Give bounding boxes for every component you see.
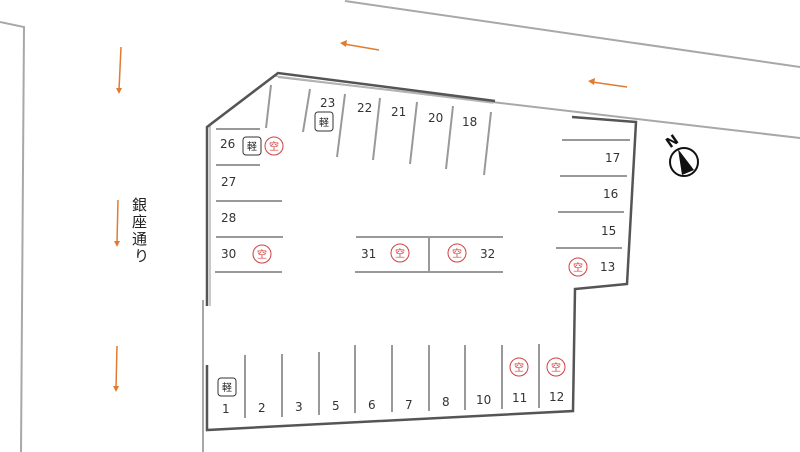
arrow-down-icon xyxy=(116,46,122,94)
stall-18[interactable]: 18 xyxy=(462,115,477,129)
vacant-badges: 空 空 空 空 空 空 空 xyxy=(252,136,588,377)
road-left-edge xyxy=(0,21,26,452)
street-char-1: 銀 xyxy=(132,196,147,214)
bottom-stall-dividers xyxy=(244,344,540,418)
stall-26[interactable]: 26 xyxy=(220,137,235,151)
right-stall-dividers xyxy=(556,139,630,249)
svg-text:空: 空 xyxy=(514,361,524,374)
kei-badge-icon: 軽 xyxy=(314,111,334,132)
stall-30[interactable]: 30 xyxy=(221,247,236,261)
stall-28[interactable]: 28 xyxy=(221,211,236,225)
stall-numbers: 1 2 3 5 6 7 8 10 11 12 13 15 16 17 18 20… xyxy=(220,96,620,416)
svg-text:空: 空 xyxy=(551,361,561,374)
arrow-down-icon xyxy=(113,345,119,392)
svg-text:軽: 軽 xyxy=(222,382,232,394)
kei-badge-icon: 軽 xyxy=(242,136,262,156)
stall-15[interactable]: 15 xyxy=(601,224,616,238)
kei-badges: 軽 軽 軽 xyxy=(217,111,334,397)
street-char-2: 座 xyxy=(132,213,147,231)
vacant-badge-icon: 空 xyxy=(252,244,272,264)
stall-3[interactable]: 3 xyxy=(295,400,303,414)
stall-5[interactable]: 5 xyxy=(332,399,340,413)
stall-12[interactable]: 12 xyxy=(549,390,564,404)
svg-text:空: 空 xyxy=(395,247,405,260)
stall-17[interactable]: 17 xyxy=(605,151,620,165)
arrow-down-icon xyxy=(114,199,120,247)
stall-22[interactable]: 22 xyxy=(357,101,372,115)
stall-27[interactable]: 27 xyxy=(221,175,236,189)
street-name: 銀 座 通 り xyxy=(132,196,149,265)
top-stall-dividers xyxy=(265,84,492,176)
center-stall-dividers xyxy=(355,236,503,273)
svg-text:空: 空 xyxy=(452,247,462,260)
stall-21[interactable]: 21 xyxy=(391,105,406,119)
stall-10[interactable]: 10 xyxy=(476,393,491,407)
stall-2[interactable]: 2 xyxy=(258,401,266,415)
stall-1[interactable]: 1 xyxy=(222,402,230,416)
stall-20[interactable]: 20 xyxy=(428,111,443,125)
vacant-badge-icon: 空 xyxy=(447,243,467,263)
stall-32[interactable]: 32 xyxy=(480,247,495,261)
kei-badge-icon: 軽 xyxy=(217,377,237,397)
stall-7[interactable]: 7 xyxy=(405,398,413,412)
street-char-4: り xyxy=(134,247,149,265)
stall-13[interactable]: 13 xyxy=(600,260,615,274)
svg-text:空: 空 xyxy=(269,140,279,153)
traffic-arrows xyxy=(113,40,628,392)
stall-16[interactable]: 16 xyxy=(603,187,618,201)
left-stall-dividers xyxy=(215,128,283,273)
stall-11[interactable]: 11 xyxy=(512,391,527,405)
vacant-badge-icon: 空 xyxy=(264,136,284,156)
lot-boundary xyxy=(205,71,638,432)
compass-icon: N xyxy=(663,132,699,177)
svg-text:空: 空 xyxy=(573,261,583,274)
stall-31[interactable]: 31 xyxy=(361,247,376,261)
svg-text:軽: 軽 xyxy=(319,117,329,129)
vacant-badge-icon: 空 xyxy=(546,357,566,377)
stall-6[interactable]: 6 xyxy=(368,398,376,412)
svg-text:軽: 軽 xyxy=(247,141,257,153)
vacant-badge-icon: 空 xyxy=(509,357,529,377)
arrow-left-icon xyxy=(588,78,628,88)
svg-text:空: 空 xyxy=(257,248,267,261)
street-char-3: 通 xyxy=(132,230,147,248)
vacant-badge-icon: 空 xyxy=(390,243,410,263)
stall-23[interactable]: 23 xyxy=(320,96,335,110)
vacant-badge-icon: 空 xyxy=(568,257,588,277)
road-top-edge xyxy=(344,0,800,68)
stall-8[interactable]: 8 xyxy=(442,395,450,409)
arrow-left-icon xyxy=(340,40,380,51)
